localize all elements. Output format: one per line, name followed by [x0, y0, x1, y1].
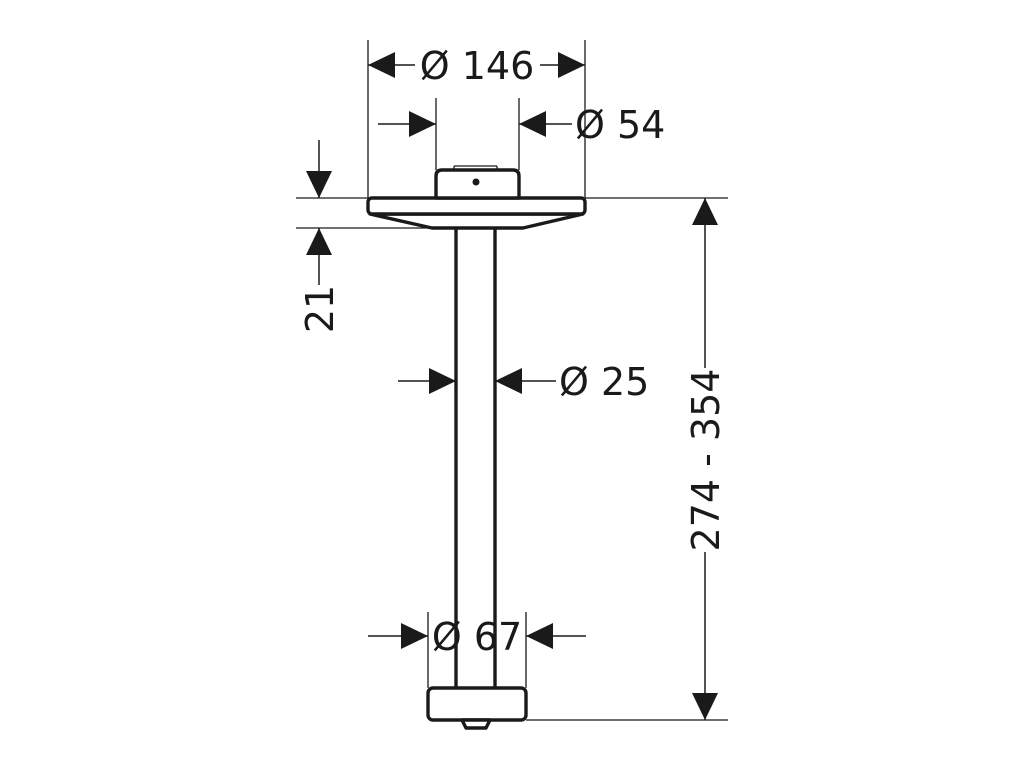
top-cap-screw: [472, 178, 480, 186]
shower-connector-nipple: [460, 718, 492, 730]
cap-diameter-label: Ø 54: [575, 103, 665, 147]
shower-connector: [426, 686, 528, 722]
flange-height-label: 21: [298, 285, 342, 333]
dimension-cap-diameter: Ø 54: [378, 98, 665, 170]
flange-cone: [368, 212, 585, 230]
overall-length-label: 274 - 354: [684, 369, 728, 552]
dimension-pipe-diameter: Ø 25: [398, 360, 649, 404]
ceiling-arm-part: [366, 165, 587, 730]
connector-diameter-label: Ø 67: [432, 615, 522, 659]
dimension-flange-diameter: Ø 146: [367, 40, 586, 198]
pipe-diameter-label: Ø 25: [559, 360, 649, 404]
ceiling-flange: [366, 196, 587, 216]
dimension-connector-diameter: Ø 67: [368, 612, 586, 688]
dimension-overall-length: 274 - 354: [526, 197, 728, 721]
dimension-flange-height: 21: [296, 140, 432, 333]
flange-diameter-label: Ø 146: [420, 44, 535, 88]
